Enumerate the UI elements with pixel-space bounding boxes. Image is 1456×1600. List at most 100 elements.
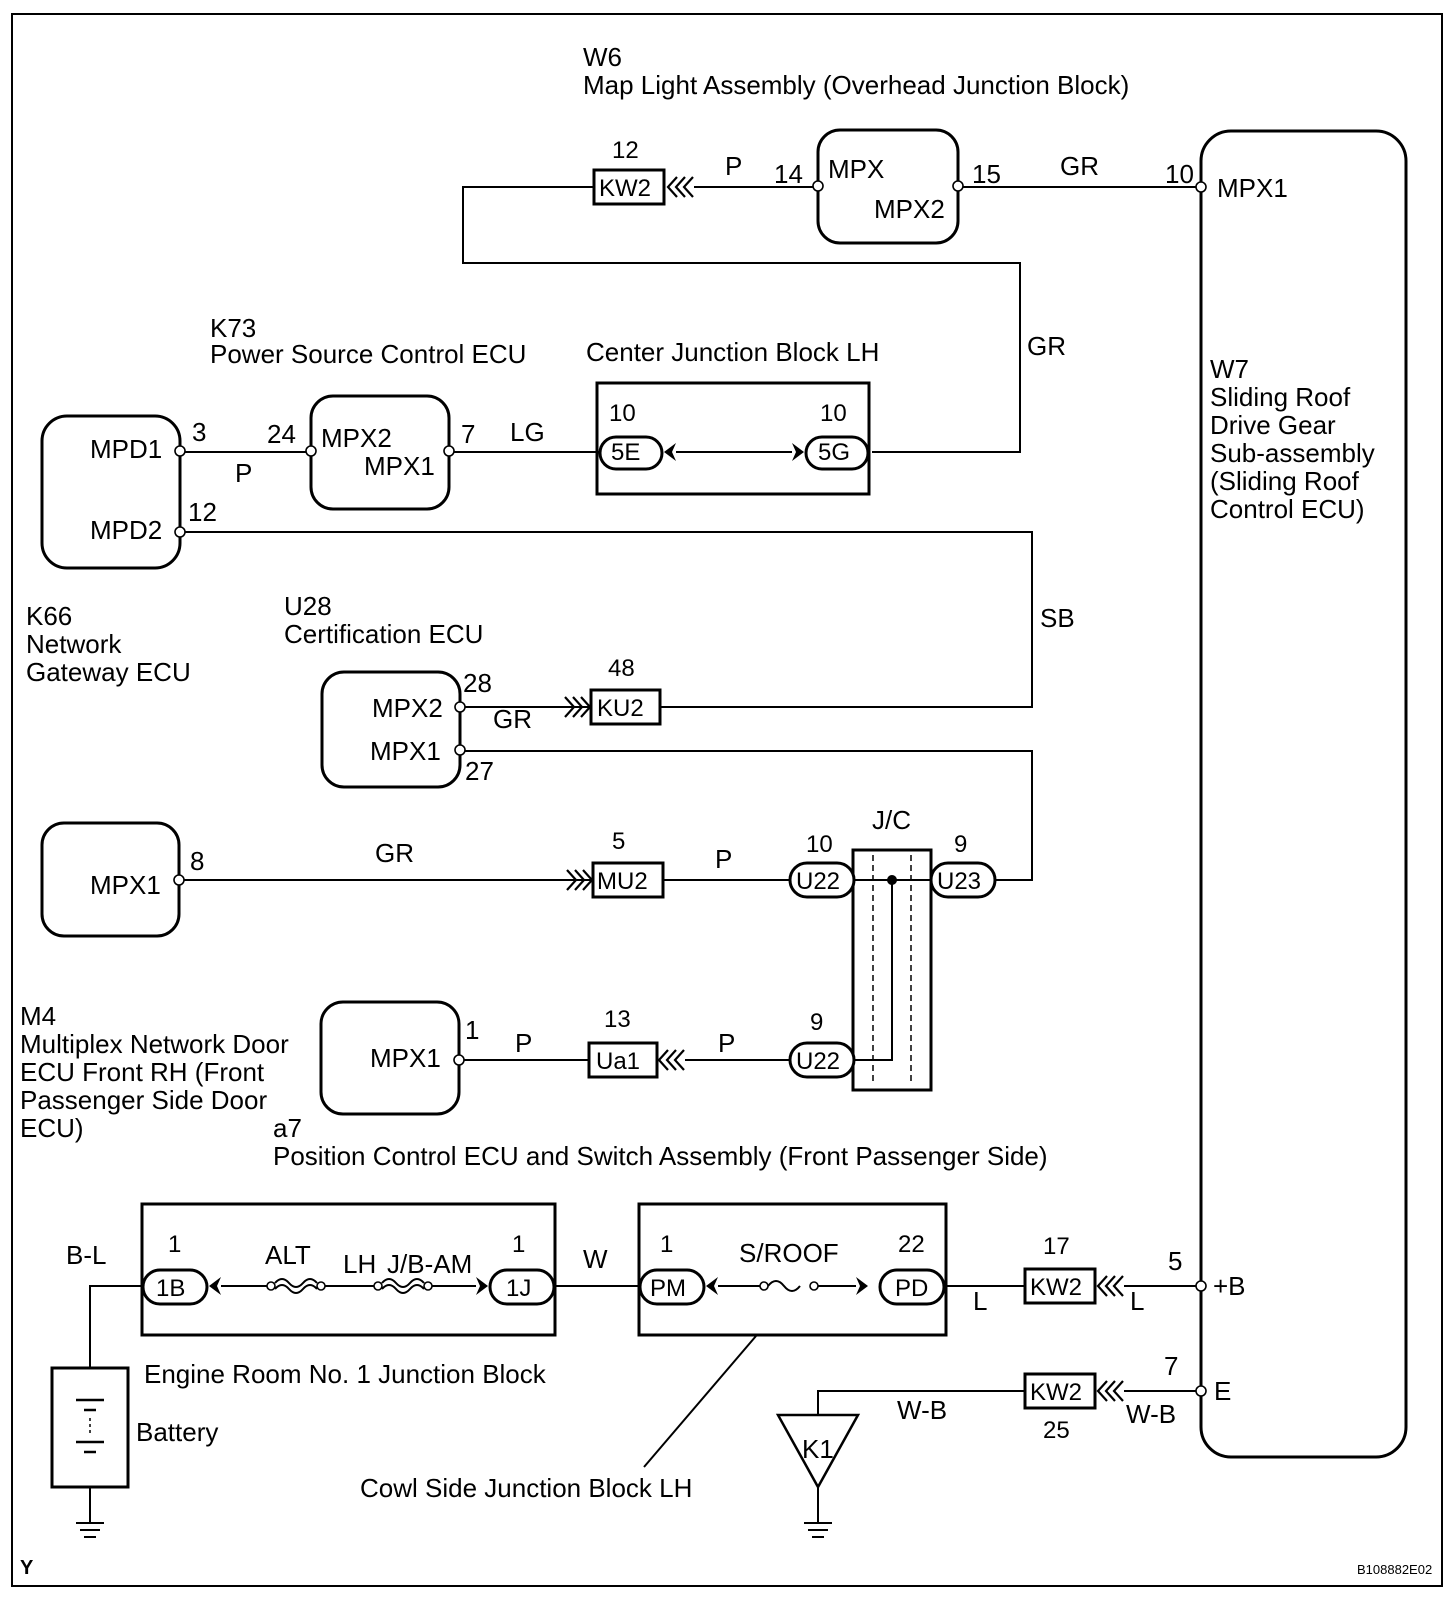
k1-ground-icon: [804, 1522, 832, 1538]
erjb-1j: 1J: [506, 1275, 531, 1302]
jc-u22-top: U22: [796, 868, 840, 895]
sroof-fuse-icon: [767, 1280, 801, 1292]
jc-u23: U23: [937, 868, 981, 895]
w7-terminal-10: [1195, 181, 1207, 193]
kw2-e-pin: 25: [1043, 1417, 1070, 1444]
kw2-b-label: KW2: [1030, 1274, 1082, 1301]
wire-p1-label: P: [725, 151, 742, 181]
wire-gr4-label: GR: [375, 838, 414, 868]
k66-code: K66: [26, 601, 72, 631]
ua1-label: Ua1: [596, 1048, 640, 1075]
footer-right: B108882E02: [1357, 1562, 1432, 1577]
erjb-fuse-alt: ALT: [265, 1240, 311, 1270]
w7-pin-e: E: [1214, 1376, 1231, 1406]
cowl-pm: PM: [650, 1275, 686, 1302]
wire-p4-label: P: [515, 1028, 532, 1058]
ku2-connector: [589, 688, 662, 726]
erjb-pin-1j: 1: [512, 1231, 525, 1258]
u28-mpx2: MPX2: [372, 693, 443, 723]
u28-terminal-28: [454, 701, 466, 713]
wire-l1-label: L: [973, 1286, 987, 1316]
sroof-terminal-b: [809, 1281, 819, 1291]
w7-code: W7: [1210, 354, 1249, 384]
erjb-box: [140, 1202, 557, 1337]
wire-sb: [185, 531, 1033, 708]
wire-bl-label: B-L: [66, 1240, 106, 1270]
jc-pin-9a: 9: [954, 831, 967, 858]
jbam-terminal-b: [423, 1281, 433, 1291]
kw2-b-connector: [1023, 1267, 1097, 1305]
k73-terminal-24: [305, 445, 317, 457]
diagram-frame: [11, 13, 1443, 1587]
kw2-e-connector: [1023, 1372, 1097, 1410]
wire-wb1-label: W-B: [897, 1395, 947, 1425]
alt-terminal-b: [316, 1281, 326, 1291]
k73-pin-7: 7: [461, 419, 475, 449]
erjb-1b: 1B: [156, 1275, 185, 1302]
erjb-pin-1b: 1: [168, 1231, 181, 1258]
jbam-terminal-a: [373, 1281, 383, 1291]
w7-name-1: Sliding Roof: [1210, 382, 1351, 412]
jc-splice: [887, 875, 897, 885]
w7-name-5: Control ECU): [1210, 494, 1365, 524]
jc-pin-9b: 9: [810, 1009, 823, 1036]
jbam-fuse-icon: [381, 1278, 425, 1294]
cowl-pd: PD: [895, 1275, 928, 1302]
m4-terminal-1: [453, 1054, 465, 1066]
ua1-chevron-icon: [657, 1048, 686, 1072]
cowl-pd-connector: [878, 1268, 946, 1306]
w6-pin-mpx: MPX: [828, 154, 884, 184]
jc-u22-bottom: U22: [796, 1048, 840, 1075]
alt-fuse-icon: [274, 1278, 318, 1294]
w6-code: W6: [583, 42, 622, 72]
k73-mpx1: MPX1: [364, 451, 435, 481]
ku2-pin: 48: [608, 655, 635, 682]
k73-code: K73: [210, 313, 256, 343]
w6-terminal-15: [952, 180, 964, 192]
m4-name-1: Multiplex Network Door: [20, 1029, 289, 1059]
battery-box: [50, 1366, 130, 1489]
w7-name-2: Drive Gear: [1210, 410, 1336, 440]
u28-box: [320, 670, 462, 789]
k66-mpx1: MPX1: [90, 870, 161, 900]
k66-box: [40, 414, 182, 570]
erjb-fuse-jbam: J/B-AM: [387, 1249, 472, 1279]
u28-terminal-27: [454, 744, 466, 756]
cowl-name: Cowl Side Junction Block LH: [360, 1473, 692, 1503]
ua1-pin: 13: [604, 1006, 631, 1033]
k66-pin-8: 8: [190, 846, 204, 876]
kw2-e-label: KW2: [1030, 1379, 1082, 1406]
m4-pin-1: 1: [465, 1015, 479, 1045]
wire-wb2-label: W-B: [1126, 1399, 1176, 1429]
erjb-fuse-lh: LH: [343, 1249, 376, 1279]
wire-wb-kw2-k1: [817, 1390, 1025, 1415]
k1-ground-triangle-icon: [775, 1413, 861, 1490]
battery-label: Battery: [136, 1417, 218, 1447]
k66-pin-12: 12: [188, 497, 217, 527]
w7-pin-10: 10: [1165, 159, 1194, 189]
k73-name: Power Source Control ECU: [210, 339, 526, 369]
wire-p5-label: P: [718, 1028, 735, 1058]
w7-pin-7: 7: [1164, 1351, 1178, 1381]
mu2-label: MU2: [597, 868, 648, 895]
k66-name-1: Network: [26, 629, 122, 659]
wire-gr-loop: [462, 186, 1021, 453]
k73-terminal-7: [443, 445, 455, 457]
u28-mpx1: MPX1: [370, 736, 441, 766]
w6-pin-mpx2: MPX2: [874, 194, 945, 224]
cjb-5e: 5E: [611, 439, 640, 466]
cowl-pin-1: 1: [660, 1231, 673, 1258]
wire-gr1-label: GR: [1060, 151, 1099, 181]
jc-label: J/C: [872, 805, 911, 835]
a7-code: a7: [273, 1113, 302, 1143]
w6-box: [816, 128, 960, 245]
cowl-leader-line: [643, 1335, 757, 1468]
wire-l2-label: L: [1130, 1286, 1144, 1316]
kw2-top-label: KW2: [599, 175, 651, 202]
wire-u28-mpx1: [465, 750, 1033, 881]
k73-pin-24: 24: [267, 419, 296, 449]
w7-terminal-5: [1195, 1280, 1207, 1292]
jc-u23-connector: [929, 861, 997, 899]
cjb-5g-connector: [804, 435, 870, 471]
